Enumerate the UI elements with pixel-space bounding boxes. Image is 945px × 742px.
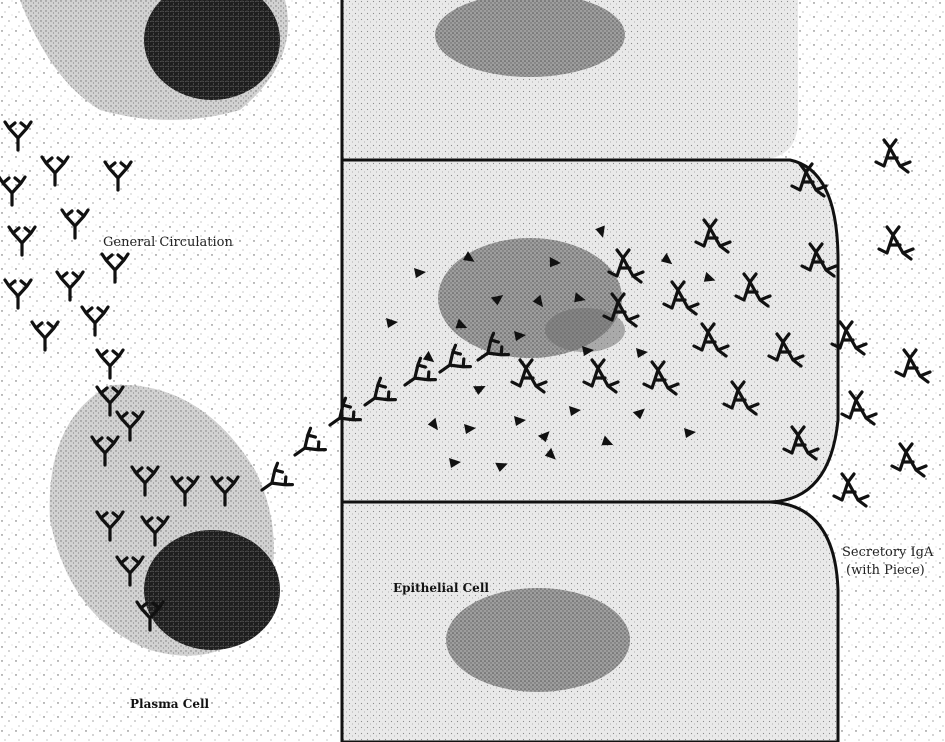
label-epithelial-cell: Epithelial Cell	[393, 581, 489, 595]
label-general-circulation: General Circulation	[103, 235, 233, 250]
epithelial-cell-bottom	[342, 502, 838, 742]
label-secretory-iga: Secretory IgA	[842, 545, 934, 560]
label-plasma-cell: Plasma Cell	[130, 697, 210, 711]
label-secretory-iga-piece: (with Piece)	[846, 563, 925, 578]
epithelial-cell-top	[342, 0, 798, 160]
epithelial-cell-middle	[342, 160, 838, 502]
